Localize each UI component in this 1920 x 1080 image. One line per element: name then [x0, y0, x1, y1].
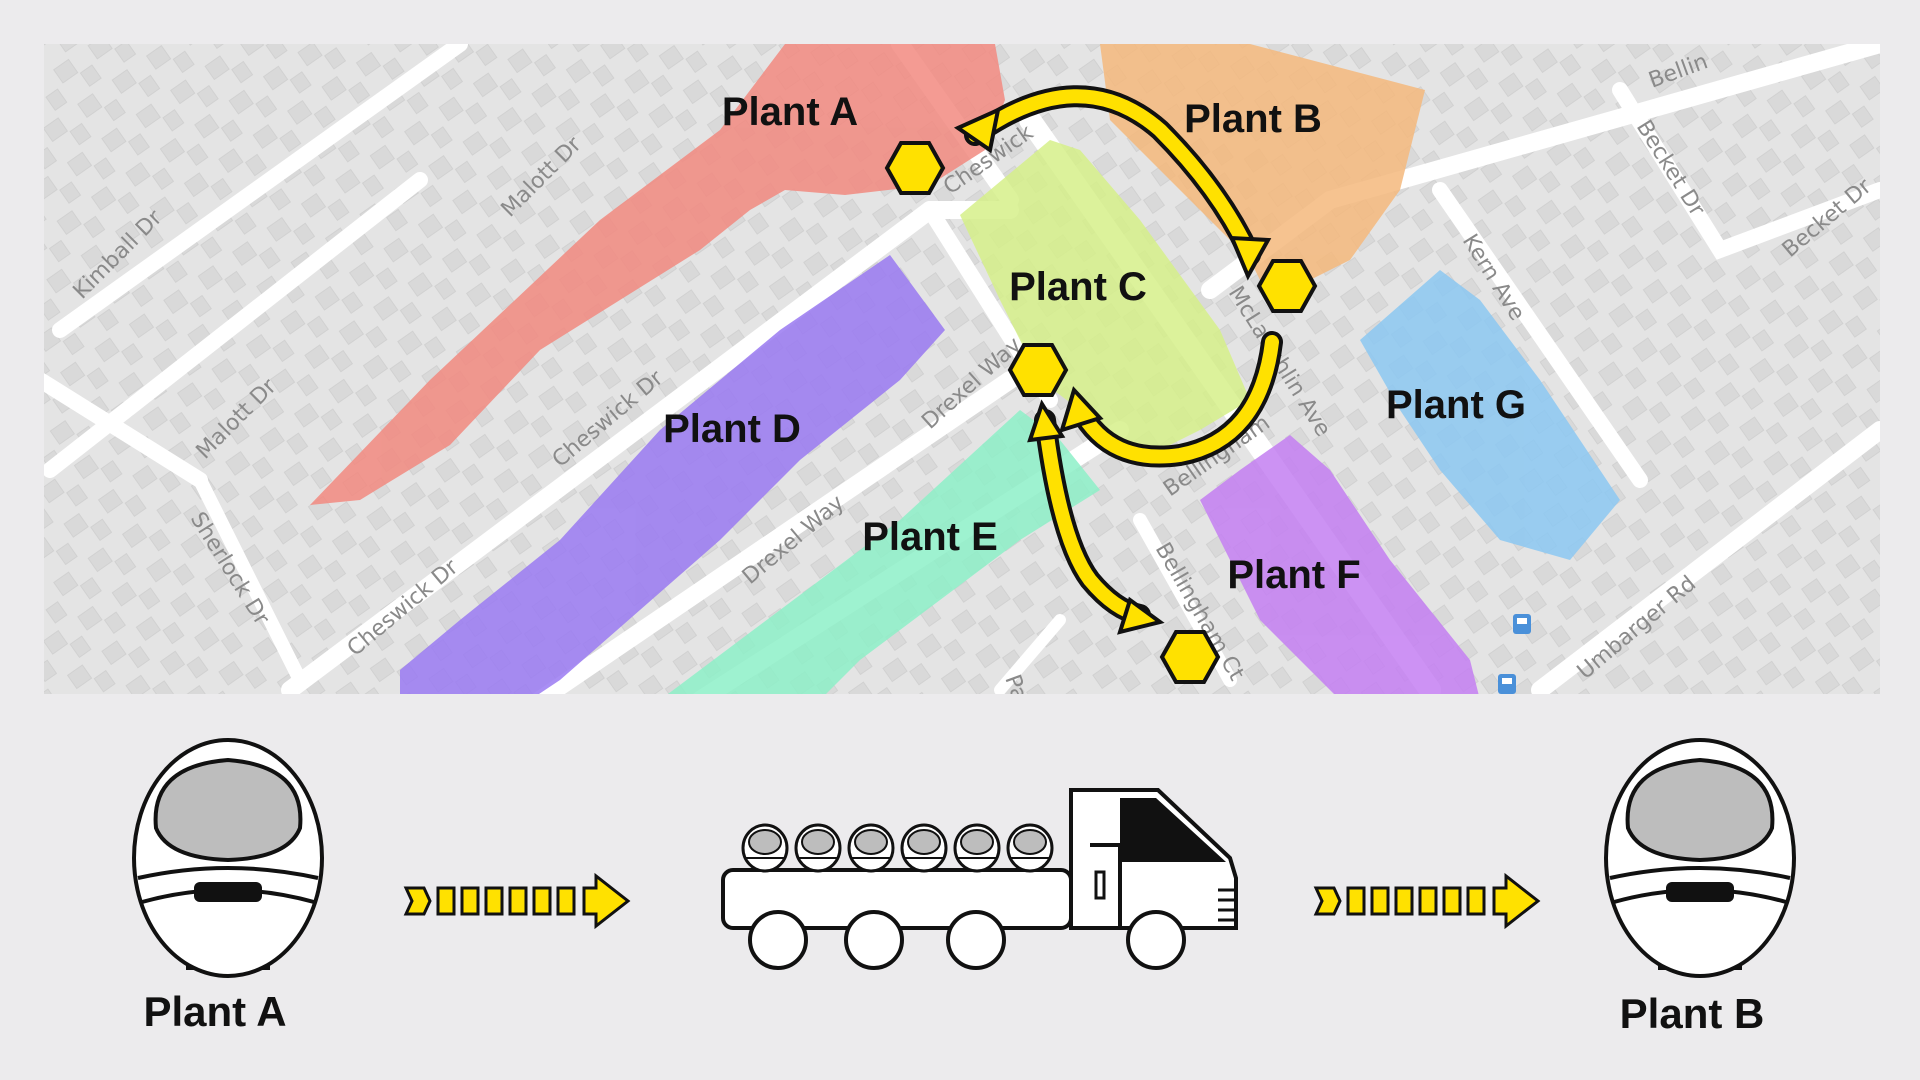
pod-icon-plant-a: [132, 738, 324, 978]
transfer-arrow-right: [1313, 872, 1541, 930]
zone-label-plant-d: Plant D: [663, 407, 801, 451]
cargo-pod-icon: [900, 823, 948, 873]
zones: [310, 44, 1620, 700]
stop-hexagon-icon[interactable]: [1160, 630, 1220, 684]
route-arrow-b-to-c: [1058, 331, 1283, 468]
cargo-pod-icon: [794, 823, 842, 873]
zone-label-plant-a: Plant A: [722, 90, 858, 134]
route-arrow-c-to-f: [1027, 399, 1165, 635]
zone-label-plant-e: Plant E: [862, 515, 998, 559]
destination-plant-label: Plant B: [1620, 990, 1765, 1037]
zone-label-plant-b: Plant B: [1184, 97, 1322, 141]
street-label: Pa: [999, 672, 1031, 705]
zone-plant-e[interactable]: [660, 410, 1100, 700]
zone-plant-c[interactable]: [960, 140, 1250, 450]
zone-labels: Plant A Plant B Plant C Plant D Plant E …: [663, 90, 1526, 597]
truck-icon: [721, 788, 1238, 970]
source-plant-label: Plant A: [143, 988, 286, 1035]
zone-plant-f[interactable]: [1200, 435, 1480, 700]
truck-cargo: [741, 823, 1054, 873]
cargo-pod-icon: [1006, 823, 1054, 873]
transfer-arrow-left: [403, 872, 631, 930]
zone-label-plant-c: Plant C: [1009, 265, 1147, 309]
cargo-pod-icon: [741, 823, 789, 873]
zone-label-plant-f: Plant F: [1227, 553, 1360, 597]
zone-plant-a[interactable]: [310, 44, 1005, 505]
map: Kimball Dr Malott Dr Malott Dr Cheswick …: [44, 44, 1880, 705]
stop-hexagon-icon[interactable]: [885, 141, 945, 195]
transport-diagram: Plant A Plant B: [132, 738, 1796, 1037]
cargo-pod-icon: [847, 823, 895, 873]
zone-plant-d[interactable]: [400, 255, 945, 700]
zone-plant-g[interactable]: [1360, 270, 1620, 560]
cargo-pod-icon: [953, 823, 1001, 873]
stop-hexagon-icon[interactable]: [1008, 343, 1068, 397]
stop-hexagon-icon[interactable]: [1257, 259, 1317, 313]
route-arrow-a-to-b: [953, 85, 1272, 281]
delivery-routes: [953, 85, 1283, 635]
zone-label-plant-g: Plant G: [1386, 383, 1526, 427]
bus-stop-icon[interactable]: [1498, 674, 1516, 694]
zone-plant-b[interactable]: [1100, 44, 1425, 300]
bus-stop-icon[interactable]: [1513, 614, 1531, 634]
pod-icon-plant-b: [1604, 738, 1796, 978]
truck-wheels: [748, 910, 1186, 970]
